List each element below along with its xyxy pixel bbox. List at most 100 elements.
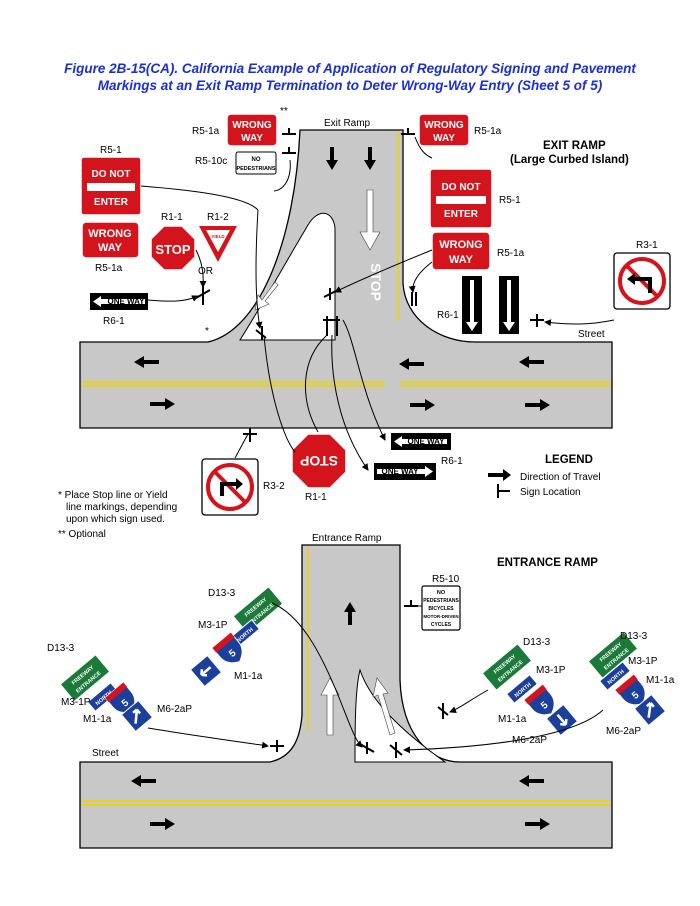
wrong-way-sign-top-left: WRONG WAY (226, 113, 278, 147)
code-m6-2ap-d: M6-2aP (606, 726, 641, 737)
svg-text:STOP: STOP (155, 242, 190, 257)
code-d13-3-c: D13-3 (523, 637, 551, 648)
svg-text:ONE WAY: ONE WAY (107, 297, 145, 306)
wrong-way-sign-right: WRONG WAY (431, 231, 491, 271)
code-m1-1a-a: M1-1a (83, 714, 112, 725)
entrance-ramp-section: Entrance Ramp ENTRANCE RAMP Street R5-10… (47, 533, 675, 849)
do-not-enter-sign-right: DO NOT ENTER (429, 168, 493, 229)
entrance-street-centerline (82, 800, 610, 806)
code-r3-1: R3-1 (636, 240, 658, 251)
note-2: line markings, depending (66, 502, 177, 513)
no-left-turn-sign (613, 252, 671, 310)
exit-lane-arrows (254, 147, 381, 311)
entrance-ramp-label: Entrance Ramp (312, 533, 382, 544)
code-m3-1p-b: M3-1P (198, 620, 228, 631)
svg-text:BICYCLES: BICYCLES (428, 606, 454, 612)
or-label: OR (198, 266, 213, 277)
svg-text:ENTER: ENTER (444, 209, 479, 220)
exit-pavement (79, 129, 613, 429)
code-r1-1-bottom: R1-1 (305, 492, 327, 503)
svg-text:PEDESTRIANS: PEDESTRIANS (423, 598, 459, 604)
figure-title: Figure 2B-15(CA). California Example of … (0, 60, 700, 94)
entrance-island (354, 668, 447, 763)
svg-text:NO: NO (252, 157, 261, 163)
svg-text:STOP: STOP (300, 453, 338, 469)
code-r5-1a-top-right: R5-1a (474, 126, 502, 137)
exit-ramp-heading: EXIT RAMP (543, 140, 606, 152)
figure-title-line-2: Markings at an Exit Ramp Termination to … (97, 78, 603, 93)
code-d13-3-a: D13-3 (47, 643, 75, 654)
entrance-street-label: Street (92, 748, 119, 759)
legend-sign-location: Sign Location (520, 487, 581, 498)
do-not-enter-sign-left: DO NOT ENTER (80, 156, 142, 216)
wrong-way-sign-top-right: WRONG WAY (418, 113, 470, 147)
code-r3-2: R3-2 (263, 481, 285, 492)
code-r1-2: R1-2 (207, 212, 229, 223)
guide-assembly-right-center: FREEWAY ENTRANCE NORTH 5 (481, 643, 579, 737)
svg-text:WAY: WAY (433, 133, 455, 144)
exit-street-arrows (134, 356, 550, 411)
exit-leader-lines (140, 136, 615, 471)
code-d13-3-d: D13-3 (620, 631, 648, 642)
code-m1-1a-d: M1-1a (646, 675, 675, 686)
svg-text:MOTOR-DRIVEN: MOTOR-DRIVEN (423, 614, 458, 619)
svg-text:PEDESTRIANS: PEDESTRIANS (236, 166, 275, 172)
notes: * Place Stop line or Yield line markings… (58, 490, 177, 540)
code-r5-1a-left: R5-1a (95, 263, 123, 274)
svg-text:WRONG: WRONG (232, 120, 272, 131)
stop-pavement-marking: STOP (368, 263, 384, 301)
exit-street-centerline (82, 381, 610, 387)
code-m6-2ap-c: M6-2aP (512, 735, 547, 746)
code-d13-3-b: D13-3 (208, 588, 236, 599)
svg-text:WAY: WAY (241, 133, 263, 144)
exit-street-label: Street (578, 329, 605, 340)
entrance-leader-lines (147, 602, 604, 754)
yield-sign: YIELD (199, 226, 237, 262)
svg-text:DO NOT: DO NOT (442, 182, 481, 193)
note-1: * Place Stop line or Yield (58, 490, 168, 501)
code-m6-2ap-b: M6-2aP (157, 704, 192, 715)
one-way-vertical-sign-1 (462, 276, 482, 334)
code-m1-1a-b: M1-1a (234, 671, 263, 682)
svg-text:WRONG: WRONG (424, 120, 464, 131)
svg-text:WRONG: WRONG (439, 239, 482, 251)
code-m3-1p-a: M3-1P (61, 697, 91, 708)
code-r1-1: R1-1 (161, 212, 183, 223)
exit-ramp-subheading: (Large Curbed Island) (510, 154, 629, 166)
entrance-ramp-heading: ENTRANCE RAMP (497, 557, 598, 569)
code-r5-1-right: R5-1 (499, 195, 521, 206)
guide-assembly-left: FREEWAY ENTRANCE NORTH 5 (59, 654, 154, 733)
svg-text:5: 5 (120, 697, 132, 709)
code-r5-10: R5-10 (432, 574, 460, 585)
note-4: ** Optional (58, 529, 106, 540)
code-r5-1-left: R5-1 (100, 145, 122, 156)
one-way-sign-left: ONE WAY (90, 293, 148, 310)
note-3: upon which sign used. (66, 514, 165, 525)
svg-text:5: 5 (227, 647, 239, 659)
star-mark: * (205, 326, 209, 337)
code-r6-1-bottom: R6-1 (441, 456, 463, 467)
legend-direction: Direction of Travel (520, 472, 601, 483)
svg-text:ENTER: ENTER (94, 197, 129, 208)
svg-text:ONE WAY: ONE WAY (381, 467, 419, 476)
code-r5-10c: R5-10c (195, 156, 227, 167)
legend-title: LEGEND (545, 454, 593, 466)
svg-text:WAY: WAY (449, 254, 474, 266)
no-pedestrians-sign: NO PEDESTRIANS (235, 151, 277, 175)
wrong-way-sign-left: WRONG WAY (81, 221, 140, 259)
code-m3-1p-c: M3-1P (536, 665, 566, 676)
code-r6-1-mid: R6-1 (437, 310, 459, 321)
entrance-street-arrows (131, 775, 550, 830)
optional-mark: ** (280, 106, 288, 117)
svg-text:YIELD: YIELD (211, 234, 225, 239)
svg-text:5: 5 (630, 689, 642, 701)
exit-ramp-label: Exit Ramp (324, 118, 371, 129)
legend: LEGEND Direction of Travel Sign Location (488, 454, 601, 498)
code-r5-1a-top-left: R5-1a (192, 126, 220, 137)
code-r5-1a-right: R5-1a (497, 248, 525, 259)
entrance-pavement (79, 544, 613, 849)
svg-text:NO: NO (437, 590, 446, 596)
svg-text:ONE WAY: ONE WAY (407, 437, 445, 446)
one-way-sign-bottom-2: ONE WAY (374, 463, 436, 480)
legend-sign-location-icon (497, 484, 510, 498)
